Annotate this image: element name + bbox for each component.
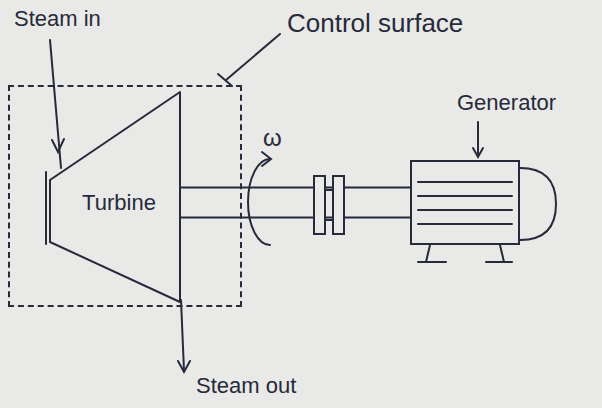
flow-label: Steam in	[14, 6, 101, 31]
shaft-body	[180, 189, 410, 217]
flow-arrow	[52, 139, 64, 152]
coupling-shaft	[325, 219, 333, 221]
component-label: Generator	[457, 90, 556, 115]
control-surface: TurbineControl surface	[8, 85, 242, 307]
turbine: Turbine	[50, 92, 180, 302]
shaft-outline	[180, 187, 410, 219]
leader-line	[226, 34, 280, 80]
rotation-arrow-head	[262, 152, 271, 166]
turbine-inlet-edge	[45, 172, 47, 244]
generator-foot	[426, 245, 430, 262]
generator-foot	[500, 245, 504, 262]
rotation-arrow	[248, 159, 270, 245]
generator-end-cap	[520, 168, 556, 240]
generator-winding	[418, 195, 512, 197]
leader-arrow	[473, 148, 483, 157]
coupling-shaft	[325, 189, 333, 191]
steam-outlet-line	[181, 300, 184, 371]
generator-base	[486, 261, 512, 263]
turbine-outline	[50, 92, 180, 302]
component-label: Turbine	[82, 190, 156, 215]
generator-winding	[418, 209, 512, 211]
angular-velocity-symbol: ω	[263, 124, 282, 152]
flow-arrow	[178, 361, 190, 372]
generator-box: Generator	[410, 160, 520, 245]
shaft	[180, 202, 410, 203]
coupling-flange	[333, 176, 344, 234]
region-label: Control surface	[287, 9, 463, 39]
generator-winding	[418, 223, 512, 225]
generator-winding	[418, 181, 512, 183]
generator-base	[418, 261, 446, 263]
leader-line	[477, 122, 479, 156]
coupling-flange	[314, 176, 325, 234]
flow-label: Steam out	[196, 373, 296, 398]
